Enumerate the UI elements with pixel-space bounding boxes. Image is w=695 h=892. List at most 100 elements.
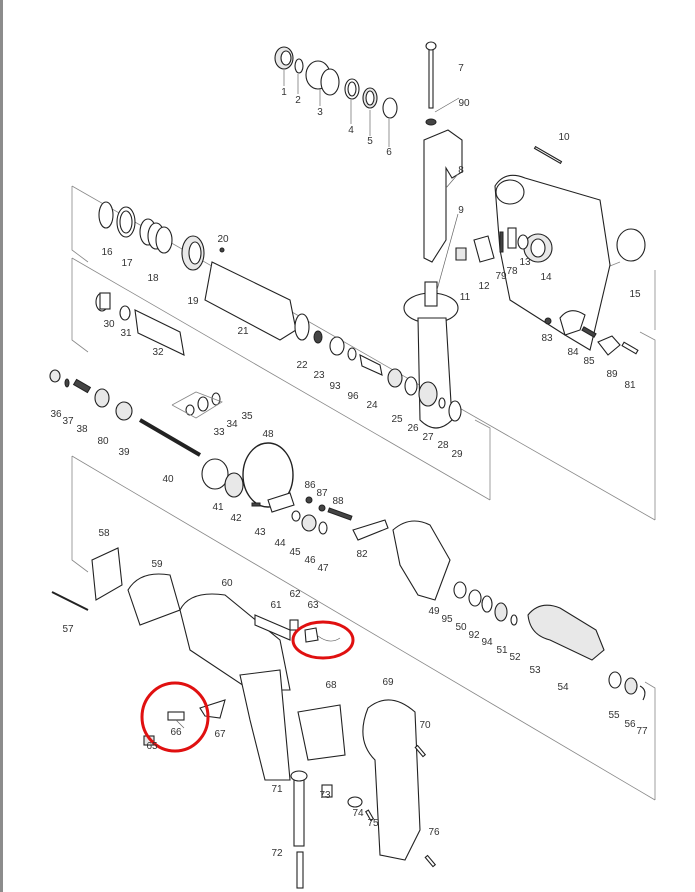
part-label-20: 20 [217, 234, 229, 245]
part-label-29: 29 [451, 449, 463, 460]
part-label-67: 67 [214, 729, 226, 740]
part-label-42: 42 [230, 513, 242, 524]
part-label-81: 81 [624, 380, 636, 391]
part-label-30: 30 [103, 319, 115, 330]
part-label-2: 2 [295, 95, 301, 106]
part-label-80: 80 [97, 436, 109, 447]
part-label-85: 85 [583, 356, 595, 367]
part-label-93: 93 [329, 381, 341, 392]
part-label-31: 31 [120, 328, 132, 339]
part-label-47: 47 [317, 563, 329, 574]
part-label-40: 40 [162, 474, 174, 485]
part-label-5: 5 [367, 136, 373, 147]
part-label-44: 44 [274, 538, 286, 549]
part-label-38: 38 [76, 424, 88, 435]
part-label-26: 26 [407, 423, 419, 434]
part-label-65: 65 [146, 741, 158, 752]
part-label-27: 27 [422, 432, 434, 443]
part-label-70: 70 [419, 720, 431, 731]
part-label-96: 96 [347, 391, 359, 402]
part-label-21: 21 [237, 326, 249, 337]
part-label-51: 51 [496, 645, 508, 656]
part-label-83: 83 [541, 333, 553, 344]
part-label-13: 13 [519, 257, 531, 268]
part-label-56: 56 [624, 719, 636, 730]
part-label-23: 23 [313, 370, 325, 381]
part-label-95: 95 [441, 614, 453, 625]
part-label-55: 55 [608, 710, 620, 721]
spindle-group [98, 201, 462, 422]
latch-parts [544, 310, 639, 356]
part-label-34: 34 [226, 419, 238, 430]
part-label-1: 1 [281, 87, 287, 98]
part-label-73: 73 [319, 790, 331, 801]
part-label-9: 9 [458, 205, 464, 216]
part-label-35: 35 [241, 411, 253, 422]
part-label-90: 90 [458, 98, 470, 109]
part-label-60: 60 [221, 578, 233, 589]
part-label-63: 63 [307, 600, 319, 611]
impact-group [49, 292, 223, 457]
part-label-11: 11 [459, 292, 471, 303]
part-label-78: 78 [506, 266, 518, 277]
part-label-24: 24 [366, 400, 378, 411]
part-label-71: 71 [271, 784, 283, 795]
crank-gear-group [201, 442, 451, 601]
part-label-68: 68 [325, 680, 337, 691]
part-label-8: 8 [458, 165, 464, 176]
armature-group [453, 581, 646, 701]
part-label-46: 46 [304, 555, 316, 566]
part-label-4: 4 [348, 125, 354, 136]
part-label-59: 59 [151, 559, 163, 570]
part-label-69: 69 [382, 677, 394, 688]
part-label-89: 89 [606, 369, 618, 380]
part-label-25: 25 [391, 414, 403, 425]
part-label-61: 61 [270, 600, 282, 611]
part-label-54: 54 [557, 682, 569, 693]
part-label-88: 88 [332, 496, 344, 507]
part-label-92: 92 [468, 630, 480, 641]
part-label-15: 15 [629, 289, 641, 300]
part-label-79: 79 [495, 271, 507, 282]
part-label-72: 72 [271, 848, 283, 859]
part-label-3: 3 [317, 107, 323, 118]
part-label-45: 45 [289, 547, 301, 558]
part-label-14: 14 [540, 272, 552, 283]
part-label-17: 17 [121, 258, 133, 269]
gear-housing [455, 145, 646, 351]
side-handle-bolt-clamp [423, 41, 463, 263]
part-label-19: 19 [187, 296, 199, 307]
part-label-48: 48 [262, 429, 274, 440]
part-label-77: 77 [636, 726, 648, 737]
part-label-36: 36 [50, 409, 62, 420]
part-label-53: 53 [529, 665, 541, 676]
part-label-7: 7 [458, 63, 464, 74]
part-label-66: 66 [170, 727, 182, 738]
part-label-10: 10 [558, 132, 570, 143]
part-label-33: 33 [213, 427, 225, 438]
part-label-84: 84 [567, 347, 579, 358]
part-label-74: 74 [352, 808, 364, 819]
highlight-circle-part-66 [140, 681, 210, 753]
part-label-62: 62 [289, 589, 301, 600]
part-label-16: 16 [101, 247, 113, 258]
part-label-52: 52 [509, 652, 521, 663]
part-label-37: 37 [62, 416, 74, 427]
part-label-58: 58 [98, 528, 110, 539]
part-label-32: 32 [152, 347, 164, 358]
chuck-parts [274, 46, 398, 147]
part-label-39: 39 [118, 447, 130, 458]
part-label-49: 49 [428, 606, 440, 617]
part-label-57: 57 [62, 624, 74, 635]
part-label-50: 50 [455, 622, 467, 633]
part-label-41: 41 [212, 502, 224, 513]
part-label-18: 18 [147, 273, 159, 284]
part-label-94: 94 [481, 637, 493, 648]
part-label-87: 87 [316, 488, 328, 499]
handle-group [143, 669, 437, 889]
motor-housing-group [51, 547, 341, 691]
part-label-76: 76 [428, 827, 440, 838]
